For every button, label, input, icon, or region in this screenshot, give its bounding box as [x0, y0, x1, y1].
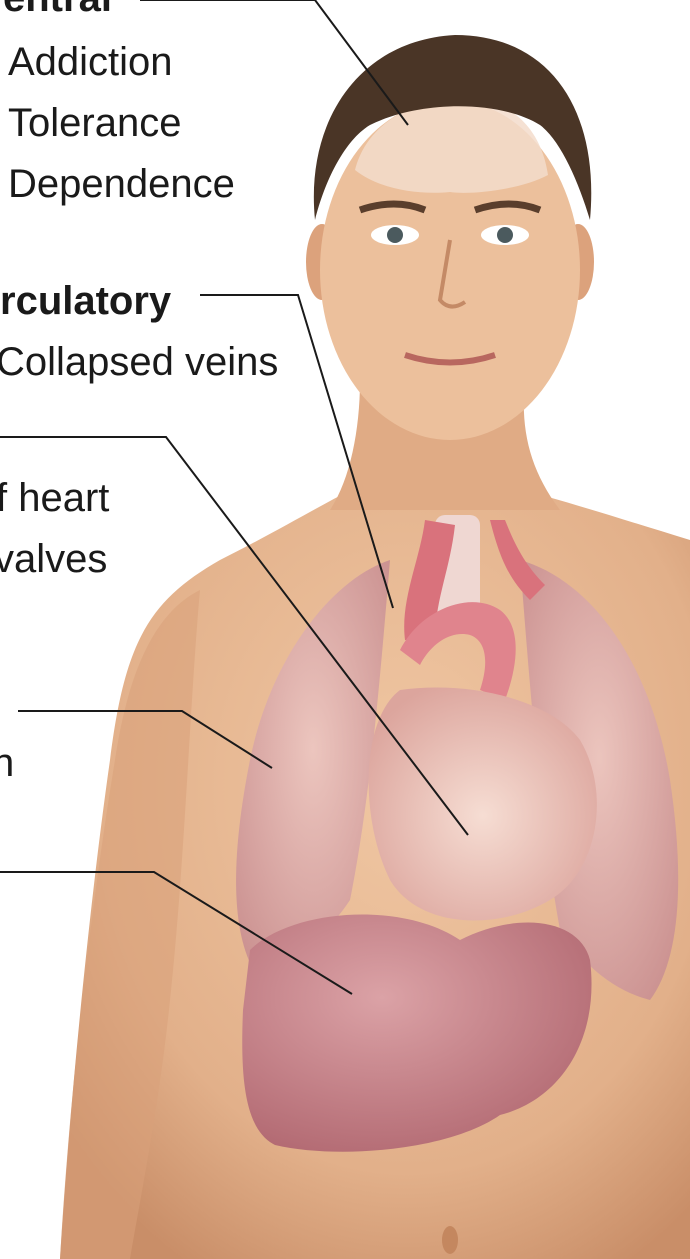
heart-label-line-2: valves [0, 539, 107, 579]
central-item-addiction: Addiction [8, 42, 173, 82]
lung-label-fragment: n [0, 743, 14, 783]
heart-label-line-1: f heart [0, 478, 109, 518]
left-iris [387, 227, 403, 243]
central-item-tolerance: Tolerance [8, 103, 181, 143]
circulatory-heading: rculatory [0, 281, 171, 321]
right-iris [497, 227, 513, 243]
circulatory-item-collapsed-veins: Collapsed veins [0, 342, 278, 382]
central-heading: entral [3, 0, 112, 18]
central-item-dependence: Dependence [8, 164, 235, 204]
navel [442, 1226, 458, 1254]
